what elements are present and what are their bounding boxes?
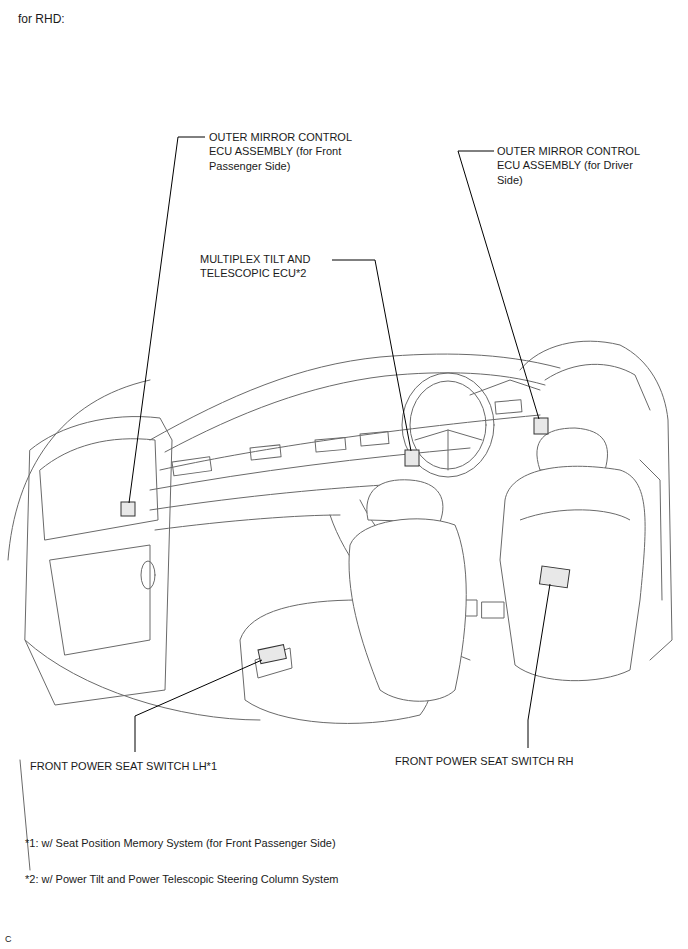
seat-switch-rh xyxy=(539,566,569,588)
dashboard xyxy=(150,484,400,510)
steering-wheel xyxy=(410,381,486,469)
dashboard xyxy=(155,515,340,530)
vent xyxy=(495,400,522,414)
door-panel xyxy=(25,417,172,705)
part-label: FRONT POWER SEAT SWITCH RH xyxy=(395,754,615,768)
figure-code: C xyxy=(5,934,25,946)
windshield-line xyxy=(165,373,545,452)
leader-line xyxy=(129,137,205,503)
part-label: OUTER MIRROR CONTROL ECU ASSEMBLY (for D… xyxy=(497,144,647,187)
part-label: OUTER MIRROR CONTROL ECU ASSEMBLY (for F… xyxy=(209,130,359,173)
part-label: FRONT POWER SEAT SWITCH LH*1 xyxy=(30,759,270,773)
vent xyxy=(172,457,212,476)
windshield-line xyxy=(150,354,560,440)
leader-line xyxy=(135,660,262,752)
door-window xyxy=(545,364,650,410)
door-trim xyxy=(50,545,150,655)
door-frame xyxy=(8,380,150,560)
part-label: MULTIPLEX TILT AND TELESCOPIC ECU*2 xyxy=(200,252,330,281)
seat-seam xyxy=(520,510,630,520)
floor-line xyxy=(25,640,260,720)
footnote: *1: w/ Seat Position Memory System (for … xyxy=(25,836,585,850)
leader-line xyxy=(332,260,411,451)
vent xyxy=(315,437,346,452)
console-button xyxy=(482,602,504,618)
door-window xyxy=(40,439,158,540)
leader-line xyxy=(458,151,539,419)
seat-back xyxy=(500,466,645,680)
vent xyxy=(250,445,281,460)
seat-switch-lh xyxy=(258,645,286,664)
heading: for RHD: xyxy=(18,12,138,28)
door-frame xyxy=(20,760,30,870)
footnote: *2: w/ Power Tilt and Power Telescopic S… xyxy=(25,872,585,886)
speaker xyxy=(141,561,155,589)
headrest xyxy=(367,480,443,522)
leader-line xyxy=(528,584,550,748)
passenger-mirror-ecu xyxy=(121,502,135,516)
seat-back xyxy=(349,519,466,701)
vent xyxy=(360,432,389,446)
driver-mirror-ecu xyxy=(534,418,548,434)
tilt-telescopic-ecu xyxy=(405,450,419,466)
steering-wheel xyxy=(402,373,494,477)
steering-spoke xyxy=(415,430,482,470)
